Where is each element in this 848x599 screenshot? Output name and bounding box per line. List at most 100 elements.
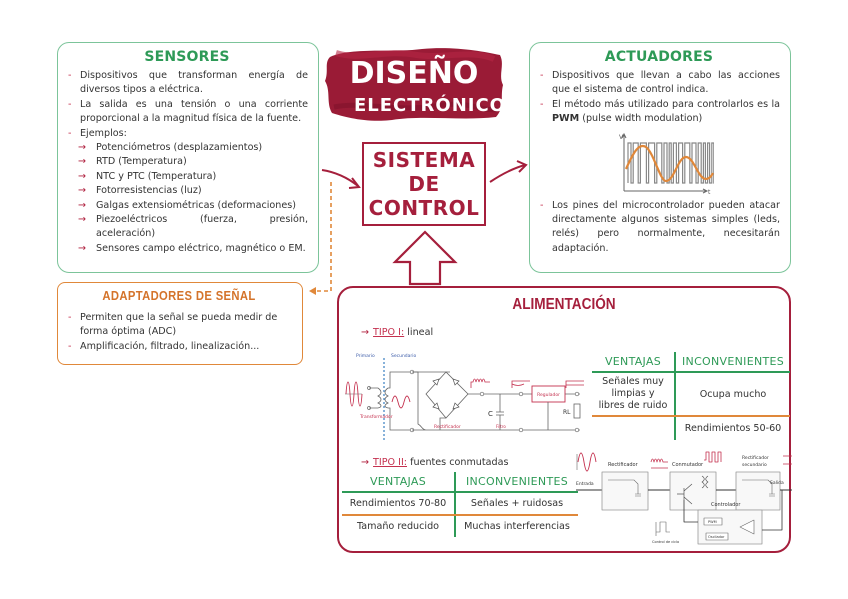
table1-cell: Señales muy limpias y libres de ruido bbox=[592, 372, 676, 417]
svg-text:PWM: PWM bbox=[708, 520, 717, 524]
switching-psu-diagram: Entrada Rectificador Conmutador Rectific… bbox=[576, 451, 792, 545]
regulator-block bbox=[531, 385, 566, 403]
control-to-actuator-arrow bbox=[489, 164, 526, 183]
secondary-rectifier-block bbox=[735, 471, 781, 511]
linear-psu-diagram: Primario Secundario Transformador Rectif… bbox=[345, 353, 584, 440]
switch-block bbox=[669, 471, 717, 511]
actuadores-panel: ACTUADORES Dispositivos que llevan a cab… bbox=[529, 42, 791, 273]
svg-text:Conmutador: Conmutador bbox=[672, 462, 704, 468]
arrowhead-icon bbox=[516, 160, 528, 173]
arrow-right-icon: → bbox=[78, 156, 87, 168]
example-item: →Sensores campo eléctrico, magnético o E… bbox=[66, 242, 308, 256]
control-system-line: CONTROL bbox=[368, 196, 480, 220]
svg-text:Rectificador: Rectificador bbox=[742, 455, 769, 461]
svg-text:Controlador: Controlador bbox=[711, 502, 741, 508]
arrow-right-icon: → bbox=[78, 185, 87, 197]
control-system-line: DE bbox=[408, 172, 440, 196]
alimentacion-title: ALIMENTACIÓN bbox=[512, 296, 616, 313]
svg-text:Filtro: Filtro bbox=[496, 424, 506, 429]
adaptadores-item: Permiten que la señal se pueda medir de … bbox=[66, 311, 292, 340]
logo-line1: DISEÑO bbox=[350, 54, 479, 91]
svg-text:C: C bbox=[488, 410, 493, 418]
control-system-line: SISTEMA bbox=[372, 148, 476, 172]
dashed-adapter-connector bbox=[311, 182, 332, 292]
table1-header-ventajas: VENTAJAS bbox=[592, 352, 676, 373]
actuadores-item: Los pines del microcontrolador pueden at… bbox=[538, 199, 780, 257]
table2-header-ventajas: VENTAJAS bbox=[342, 472, 456, 493]
control-system-box: SISTEMA DE CONTROL bbox=[362, 142, 486, 226]
table2-cell: Muchas interferencias bbox=[464, 521, 570, 532]
sensor-to-control-arrow bbox=[321, 169, 359, 187]
sensores-examples: →Potenciómetros (desplazamientos) →RTD (… bbox=[66, 141, 308, 256]
svg-text:RL: RL bbox=[563, 409, 571, 416]
table1-cell bbox=[592, 416, 676, 440]
svg-text:Rectificador: Rectificador bbox=[434, 424, 461, 430]
sensores-item: La salida es una tensión o una corriente… bbox=[66, 98, 308, 127]
arrow-right-icon: → bbox=[78, 142, 87, 154]
svg-text:secundario: secundario bbox=[742, 462, 767, 468]
actuadores-item: Dispositivos que llevan a cabo las accio… bbox=[538, 69, 780, 98]
actuadores-list: Dispositivos que llevan a cabo las accio… bbox=[538, 69, 780, 127]
svg-text:Secundario: Secundario bbox=[391, 353, 417, 359]
svg-text:Entrada: Entrada bbox=[576, 481, 594, 487]
pwm-pulse-train bbox=[627, 142, 714, 184]
ac-input-wave bbox=[345, 381, 363, 407]
bridge-rectifier bbox=[425, 371, 469, 419]
actuadores-item: El método más utilizado para controlarlo… bbox=[538, 98, 780, 127]
rectifier-block bbox=[601, 471, 649, 511]
example-item: →Potenciómetros (desplazamientos) bbox=[66, 141, 308, 155]
adaptadores-panel: ADAPTADORES DE SEÑAL Permiten que la señ… bbox=[57, 282, 303, 365]
logo: DISEÑO ELECTRÓNICO bbox=[322, 43, 507, 123]
filter-capacitor bbox=[496, 394, 504, 430]
tipo2-label: →TIPO II: fuentes conmutadas bbox=[361, 457, 509, 468]
svg-text:Regulador: Regulador bbox=[537, 392, 560, 398]
example-item: →Galgas extensiométricas (deformaciones) bbox=[66, 199, 308, 213]
table2-cell: Rendimientos 70-80 bbox=[342, 492, 456, 516]
table1-cell: Ocupa mucho bbox=[675, 372, 791, 417]
adaptadores-item: Amplificación, filtrado, linealización..… bbox=[66, 340, 292, 355]
table1-cell: Rendimientos 50-60 bbox=[684, 423, 782, 434]
tipo1-label: →TIPO I: lineal bbox=[361, 327, 434, 338]
arrowhead-icon bbox=[309, 287, 316, 295]
table1-header-inconvenientes: INCONVENIENTES bbox=[675, 352, 791, 373]
pwm-chart: V t bbox=[538, 127, 780, 199]
svg-text:Transformador: Transformador bbox=[359, 414, 393, 420]
example-item: →RTD (Temperatura) bbox=[66, 155, 308, 169]
svg-text:Rectificador: Rectificador bbox=[608, 462, 639, 468]
table2: VENTAJAS INCONVENIENTES Rendimientos 70-… bbox=[342, 472, 578, 537]
pwm-x-label: t bbox=[708, 189, 711, 196]
svg-text:Primario: Primario bbox=[356, 353, 375, 359]
arrow-right-icon: → bbox=[361, 457, 370, 468]
actuadores-title: ACTUADORES bbox=[604, 49, 714, 65]
arrowhead-icon bbox=[348, 177, 361, 189]
logo-brush-background: DISEÑO ELECTRÓNICO bbox=[325, 48, 506, 121]
sensores-title: SENSORES bbox=[144, 49, 230, 65]
pwm-waveform: V t bbox=[619, 132, 714, 196]
example-item: →Fotorresistencias (luz) bbox=[66, 184, 308, 198]
actuadores-list-2: Los pines del microcontrolador pueden at… bbox=[538, 199, 780, 257]
arrow-right-icon: → bbox=[78, 199, 87, 211]
sensores-list: Dispositivos que transforman energía de … bbox=[66, 69, 308, 141]
sensores-panel: SENSORES Dispositivos que transforman en… bbox=[57, 42, 319, 273]
svg-text:Salida: Salida bbox=[770, 480, 784, 486]
arrow-right-icon: → bbox=[361, 327, 370, 338]
example-item: →NTC y PTC (Temperatura) bbox=[66, 170, 308, 184]
power-up-arrow-icon bbox=[392, 230, 458, 286]
svg-text:Control de ciclo: Control de ciclo bbox=[652, 540, 679, 544]
sensores-item: Dispositivos que transforman energía de … bbox=[66, 69, 308, 98]
example-item: →Piezoeléctricos (fuerza, presión, acele… bbox=[78, 214, 308, 240]
logo-line2: ELECTRÓNICO bbox=[354, 94, 506, 116]
adaptadores-list: Permiten que la señal se pueda medir de … bbox=[66, 311, 292, 355]
arrow-right-icon: → bbox=[78, 214, 87, 226]
svg-text:Oscilador: Oscilador bbox=[708, 535, 725, 539]
adaptadores-title: ADAPTADORES DE SEÑAL bbox=[102, 289, 256, 303]
table2-header-inconvenientes: INCONVENIENTES bbox=[455, 472, 578, 493]
table2-cell: Tamaño reducido bbox=[342, 515, 456, 537]
table2-cell: Señales + ruidosas bbox=[455, 492, 578, 516]
pwm-y-label: V bbox=[619, 134, 624, 141]
arrow-right-icon: → bbox=[78, 242, 87, 254]
pwm-sine-signal bbox=[624, 144, 714, 182]
table1: VENTAJAS INCONVENIENTES Señales muy limp… bbox=[592, 352, 791, 440]
load-resistor bbox=[573, 403, 581, 419]
